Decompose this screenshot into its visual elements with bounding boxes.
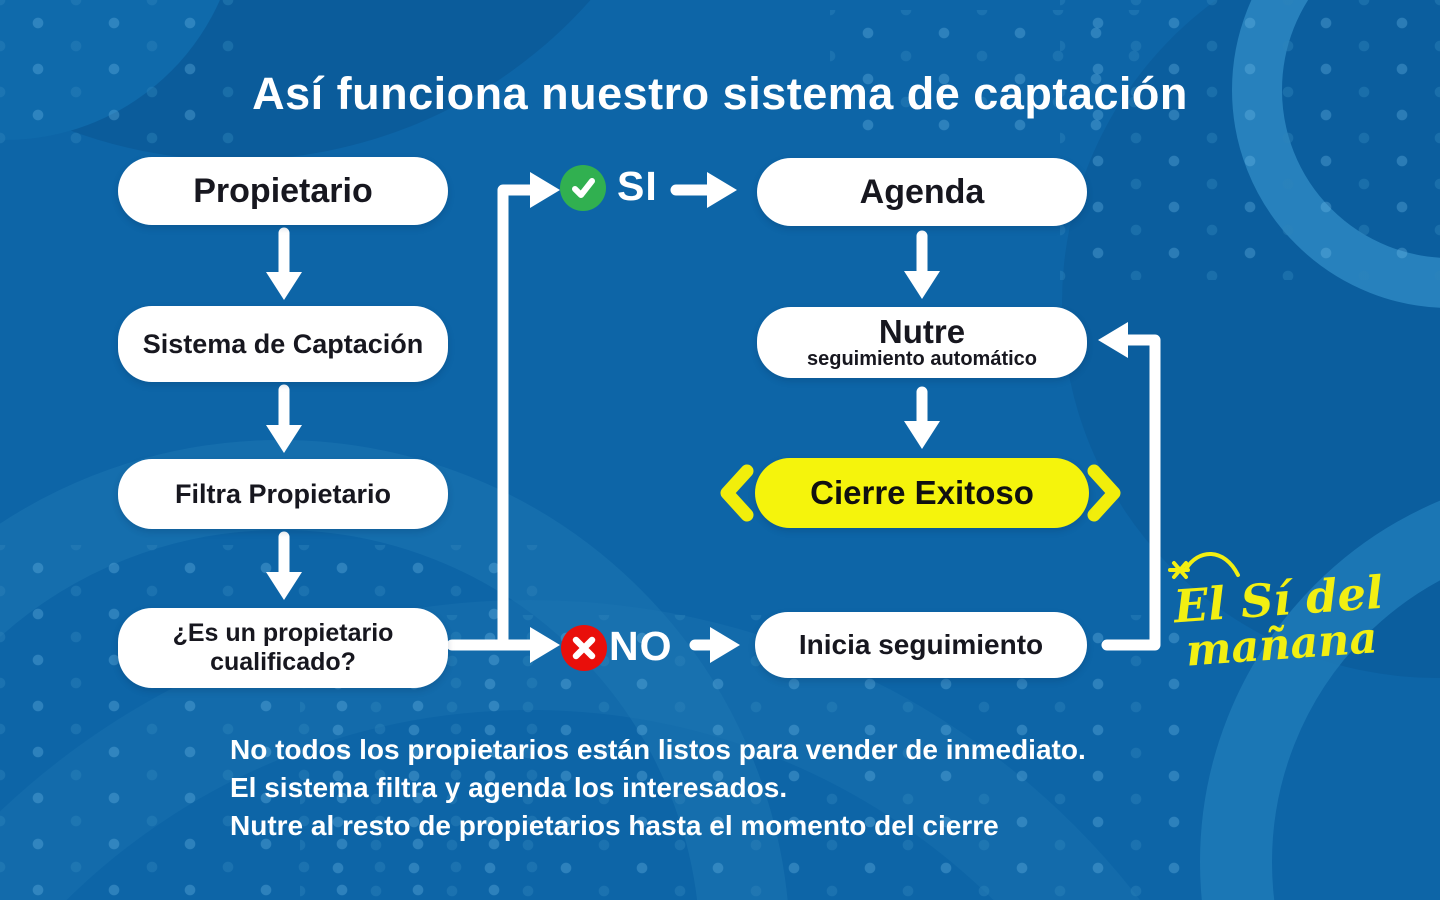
node-sistema-captacion: Sistema de Captación (118, 306, 448, 382)
arrowhead-down-3 (266, 572, 302, 600)
x-icon (561, 625, 607, 671)
node-sistema-label: Sistema de Captación (142, 328, 424, 359)
arrowhead-left-nutre (1098, 322, 1128, 358)
footer-line-1: No todos los propietarios están listos p… (230, 734, 1086, 765)
branch-line-vertical-si (497, 184, 539, 651)
branch-si-label: SI (617, 163, 658, 209)
arrowhead-down-1 (266, 272, 302, 300)
footer-line-3: Nutre al resto de propietarios hasta el … (230, 810, 999, 841)
footer-note: No todos los propietarios están listos p… (230, 731, 1260, 845)
node-inicia-label: Inicia seguimiento (798, 629, 1044, 660)
arrowhead-down-5 (904, 421, 940, 449)
node-nutre: Nutre seguimiento automático (757, 307, 1087, 378)
node-nutre-label: Nutre (878, 313, 966, 350)
arrowhead-down-2 (266, 425, 302, 453)
node-cierre-label: Cierre Exitoso (810, 474, 1034, 511)
arrowhead-down-4 (904, 271, 940, 299)
arrowhead-right-si (530, 172, 560, 208)
footer-line-2: El sistema filtra y agenda los interesad… (230, 772, 788, 803)
chevron-left-icon (720, 464, 754, 522)
node-cualificado-line1: ¿Es un propietario (172, 618, 394, 647)
node-filtra-propietario: Filtra Propietario (118, 459, 448, 529)
node-cualificado-line2: cualificado? (210, 648, 356, 676)
arrowhead-right-agenda (707, 172, 737, 208)
arrowhead-right-inicia (710, 627, 740, 663)
node-agenda-label: Agenda (859, 172, 985, 211)
brand-logo: El Sí del mañana (1165, 566, 1395, 677)
branch-no-label: NO (609, 623, 673, 669)
node-propietario: Propietario (118, 157, 448, 225)
node-inicia-seguimiento: Inicia seguimiento (755, 612, 1087, 678)
node-agenda: Agenda (757, 158, 1087, 226)
node-propietario-label: Propietario (193, 171, 373, 210)
node-filtra-label: Filtra Propietario (174, 478, 392, 509)
check-icon (560, 165, 606, 211)
arrowhead-right-no (530, 627, 560, 663)
node-cierre-exitoso: Cierre Exitoso (755, 458, 1089, 528)
node-cualificado-question: ¿Es un propietario cualificado? (118, 608, 448, 688)
node-nutre-sublabel: seguimiento automático (806, 348, 1038, 370)
chevron-right-icon (1087, 464, 1121, 522)
page-title: Así funciona nuestro sistema de captació… (252, 68, 1188, 119)
